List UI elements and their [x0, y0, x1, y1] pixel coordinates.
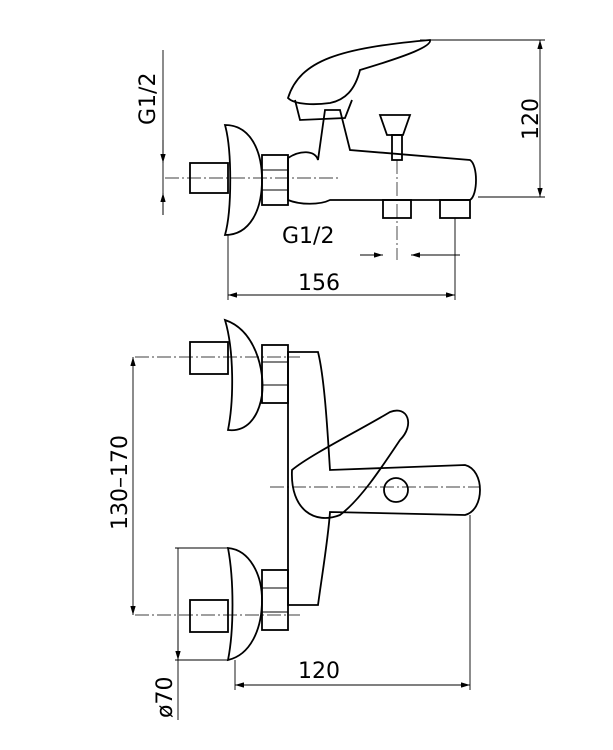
lower-nut: [261, 569, 289, 631]
inlet-pipe: [189, 162, 229, 194]
diverter-knob: [378, 114, 412, 136]
mixer-body: [287, 109, 477, 205]
spout-aerator: [439, 199, 471, 219]
diverter-stem: [391, 134, 403, 161]
nut-lines: [262, 361, 288, 386]
lower-wall-flange: [226, 546, 263, 662]
upper-inlet-pipe: [189, 341, 229, 375]
bottom-outlet: [382, 199, 412, 219]
height-label: 120: [519, 98, 544, 140]
nut-lines: [262, 169, 288, 191]
nut-lines: [262, 587, 288, 613]
mixer-body-top: [287, 351, 481, 606]
projection-label: 120: [298, 659, 340, 684]
nut: [261, 154, 289, 206]
top-view: 130–170 120 ø70: [108, 318, 481, 720]
lever-handle-top: [291, 409, 410, 519]
inlet-thread-label: G1/2: [136, 73, 161, 125]
flange-diameter-label: ø70: [153, 677, 178, 718]
upper-nut: [261, 344, 289, 404]
cartridge-cap: [294, 99, 353, 121]
spacing-label: 130–170: [108, 435, 133, 530]
diverter-knob-top: [383, 477, 409, 503]
upper-wall-flange: [223, 318, 264, 431]
side-view: G1/2 120 G1/2 156: [136, 39, 545, 300]
wall-flange: [223, 124, 263, 236]
lower-inlet-pipe: [189, 599, 229, 633]
outlet-thread-label: G1/2: [282, 224, 334, 249]
length-label: 156: [298, 271, 340, 296]
lever-handle: [286, 39, 431, 106]
